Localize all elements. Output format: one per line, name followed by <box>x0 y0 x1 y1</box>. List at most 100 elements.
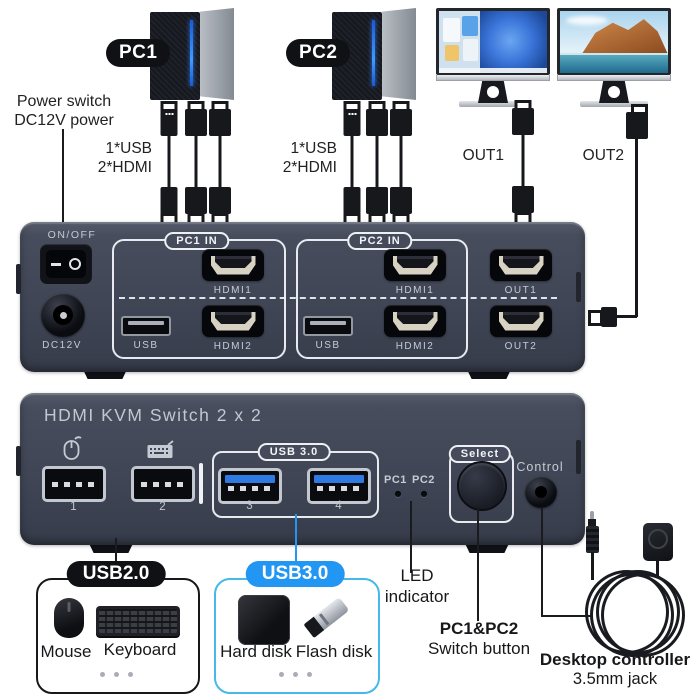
mouse-label: Mouse <box>40 642 92 661</box>
select-button <box>457 461 507 511</box>
usb-port-pc2-in <box>303 316 353 336</box>
pc2-in-badge: PC2 IN <box>347 232 413 250</box>
dc-power-jack <box>41 293 85 337</box>
out2-port-label: OUT2 <box>504 341 538 352</box>
port4-label: 4 <box>335 500 343 512</box>
led-pc2-label: PC2 <box>412 474 435 486</box>
side-vent <box>16 264 21 294</box>
pc2-hdmi-cable-1 <box>365 101 389 228</box>
audio-plug-tip <box>590 511 594 520</box>
usb-port-pc1-in <box>121 316 171 336</box>
controller-cable <box>591 552 594 580</box>
usb3-port-4 <box>307 468 371 504</box>
front-panel-title: HDMI KVM Switch 2 x 2 <box>44 405 263 425</box>
dc12v-label: DC12V <box>42 340 82 351</box>
pc1-hdmi1-label: HDMI1 <box>213 285 253 296</box>
pc2-cable-note: 1*USB 2*HDMI <box>282 140 337 176</box>
hard-disk-label: Hard disk <box>220 642 292 661</box>
controller-note-sub: 3.5mm jack <box>572 670 658 688</box>
side-vent <box>576 440 581 474</box>
pc2-hdmi1-label: HDMI1 <box>395 285 435 296</box>
out2-side-plug-body <box>601 307 617 327</box>
pc1-tower-image <box>150 8 234 100</box>
pc2-usb-cable <box>340 101 364 228</box>
switch-note-sub: Switch button <box>427 639 531 658</box>
pc1-led-strip <box>190 20 193 86</box>
usb3-annotation-line <box>295 514 297 566</box>
port2-label: 2 <box>159 501 167 513</box>
pc1-cable-note: 1*USB 2*HDMI <box>97 140 152 176</box>
monitor-out1-screen <box>436 8 550 75</box>
pc2-led-strip <box>372 20 375 86</box>
out2-cable-wire <box>635 138 638 317</box>
flash-disk-label: Flash disk <box>295 642 373 661</box>
led-pc1-label: PC1 <box>384 474 407 486</box>
pc2-tower-image <box>332 8 416 100</box>
hdmi-port-pc1-in1 <box>202 249 264 281</box>
mouse-image <box>54 598 84 638</box>
usb2-port-1 <box>42 466 106 502</box>
pc1-hdmi-cable-2 <box>208 101 232 228</box>
out1-cable-label: OUT1 <box>462 147 504 164</box>
monitor-out1-image <box>436 8 550 107</box>
control-annotation-line-h <box>541 615 591 617</box>
hard-disk-image <box>238 595 290 645</box>
power-rocker-switch <box>40 244 92 284</box>
monitor-out2-screen <box>557 8 671 75</box>
pc1-in-badge: PC1 IN <box>164 232 230 250</box>
pc1-usb-label: USB <box>133 340 159 351</box>
led-annotation-line <box>410 501 412 573</box>
out1-port-label: OUT1 <box>504 285 538 296</box>
out1-hdmi-cable <box>511 100 535 227</box>
hdmi-port-pc2-in2 <box>384 305 446 337</box>
out2-cable-wire-h <box>617 315 637 318</box>
port1-label: 1 <box>70 501 78 513</box>
pc2-usb-label: USB <box>315 340 341 351</box>
pc1-usb-cable <box>157 101 181 228</box>
ellipsis-dots <box>279 672 312 677</box>
pc1-hdmi-cable-1 <box>184 101 208 228</box>
led-indicator-note: LED indicator <box>384 566 450 606</box>
usb3-port-3 <box>218 468 282 504</box>
usb3-legend-badge: USB3.0 <box>245 561 345 587</box>
switch-note-title: PC1&PC2 <box>439 619 519 638</box>
keyboard-image <box>96 606 180 636</box>
ellipsis-dots <box>100 672 133 677</box>
select-annotation-line <box>477 509 479 621</box>
usb3-group-badge: USB 3.0 <box>257 443 331 461</box>
controller-cable <box>656 560 659 576</box>
pc2-badge: PC2 <box>286 39 351 67</box>
hdmi-port-out2 <box>490 305 552 337</box>
audio-plug-3-5mm <box>586 526 599 553</box>
onoff-label: ON/OFF <box>47 229 97 241</box>
pc2-hdmi2-label: HDMI2 <box>395 341 435 352</box>
mouse-icon <box>63 436 82 460</box>
monitor-out2-image <box>557 8 671 107</box>
pc1-led-indicator <box>395 491 401 497</box>
keyboard-icon <box>147 440 174 458</box>
out2-side-plug-tab <box>588 310 603 326</box>
hdmi-port-out1 <box>490 249 552 281</box>
usb2-legend-badge: USB2.0 <box>66 561 166 587</box>
hdmi-port-pc1-in2 <box>202 305 264 337</box>
pc2-led-indicator <box>421 491 427 497</box>
remote-controller <box>643 523 673 561</box>
out2-cable-label: OUT2 <box>582 147 624 164</box>
control-label: Control <box>516 460 564 474</box>
pc1-badge: PC1 <box>106 39 171 67</box>
coiled-cable <box>601 573 685 657</box>
pc1-hdmi2-label: HDMI2 <box>213 341 253 352</box>
panel-divider-dashed <box>119 297 557 299</box>
port3-label: 3 <box>246 500 254 512</box>
usb2-port-2 <box>131 466 195 502</box>
flash-disk-image <box>298 592 354 642</box>
control-jack <box>525 476 557 508</box>
panel-separator <box>199 463 203 504</box>
control-annotation-line <box>541 508 543 617</box>
keyboard-label: Keyboard <box>103 640 177 659</box>
usb2-annotation-line <box>115 538 117 580</box>
power-note: Power switch DC12V power <box>14 93 114 129</box>
power-annotation-line <box>62 129 64 226</box>
side-vent <box>576 272 581 302</box>
